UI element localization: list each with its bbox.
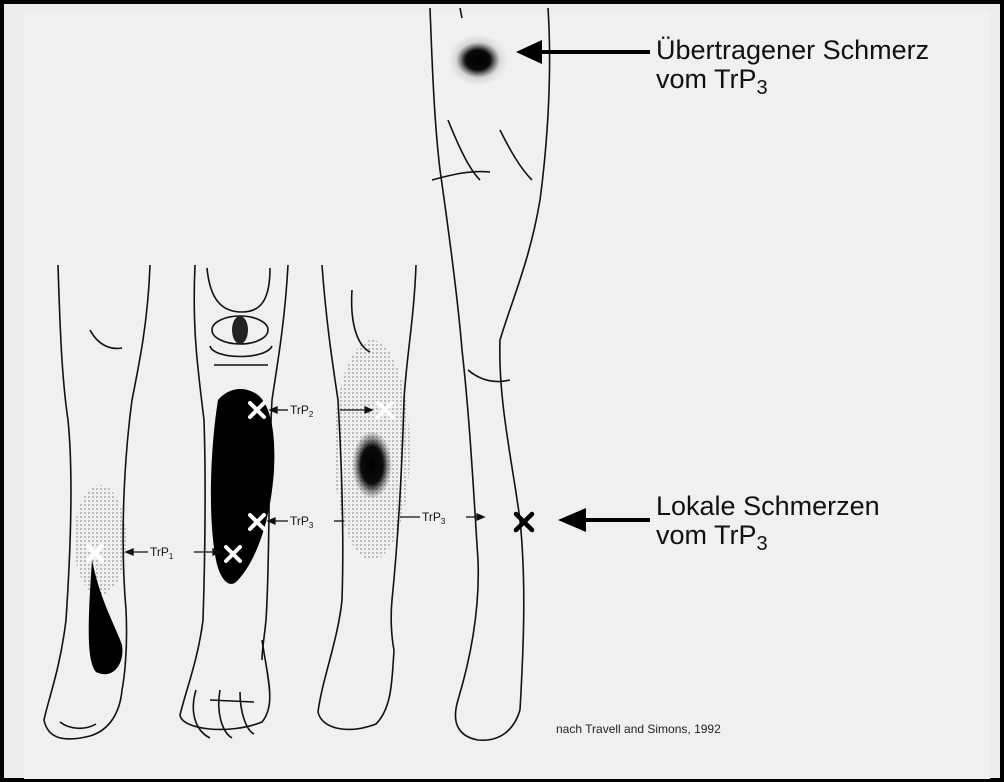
referred-pain-line1: Übertragener Schmerz xyxy=(656,36,929,65)
referred-pain-arrow xyxy=(516,40,650,64)
pain-zone-3 xyxy=(352,431,392,499)
trp3-label-outer: TrP3 xyxy=(422,510,446,526)
referred-pain-label: Übertragener Schmerz vom TrP3 xyxy=(656,36,929,103)
leg-4 xyxy=(430,8,550,740)
local-pain-marker xyxy=(516,514,532,530)
referred-pain-buttock xyxy=(456,42,500,78)
patella xyxy=(232,316,248,344)
local-pain-line2: vom TrP3 xyxy=(656,521,880,559)
local-pain-label: Lokale Schmerzen vom TrP3 xyxy=(656,492,880,559)
trp2-label: TrP2 xyxy=(290,403,314,419)
local-pain-line1: Lokale Schmerzen xyxy=(656,492,880,521)
local-pain-arrow xyxy=(558,508,650,532)
trp3-label-inner: TrP3 xyxy=(290,514,314,530)
referred-pain-area-1 xyxy=(74,485,126,595)
source-credit: nach Travell and Simons, 1992 xyxy=(556,722,721,736)
trp1-label: TrP1 xyxy=(150,545,174,561)
referred-pain-line2: vom TrP3 xyxy=(656,65,929,103)
